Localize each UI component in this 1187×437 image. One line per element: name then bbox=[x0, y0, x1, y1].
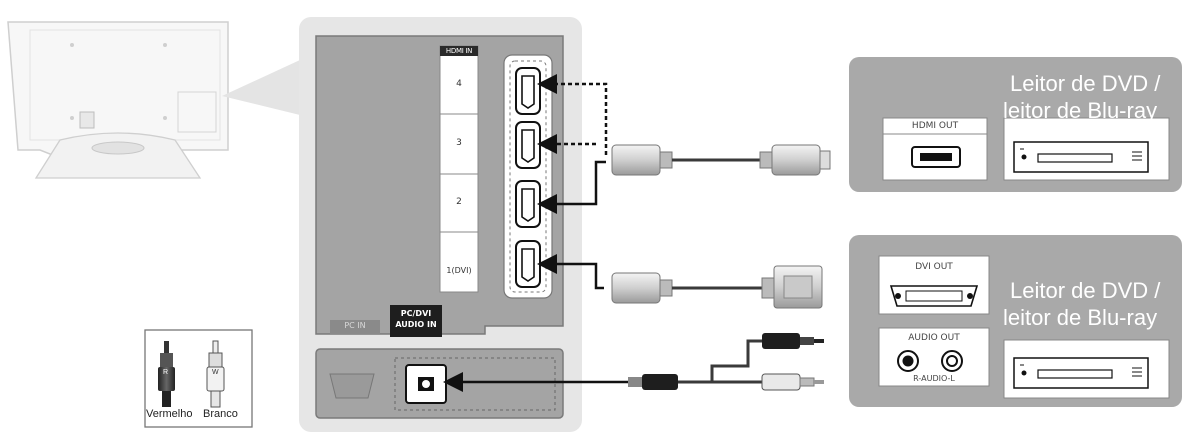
pc-dvi-audio-label-line1: PC/DVI bbox=[400, 309, 432, 318]
device-top-title-line2: leitor de Blu-ray bbox=[1003, 98, 1158, 123]
device-bottom-title-line1: Leitor de DVD / bbox=[1010, 278, 1161, 303]
dvi-out-label: DVI OUT bbox=[915, 262, 953, 272]
player-icon-top bbox=[1013, 141, 1149, 173]
callout-wedge bbox=[222, 60, 300, 115]
audio-out-label: AUDIO OUT bbox=[908, 333, 960, 343]
hdmi-port-2[interactable] bbox=[515, 180, 541, 228]
rca-color-legend bbox=[144, 329, 253, 428]
hdmi-port-label-4: 4 bbox=[456, 79, 462, 89]
player-icon-bottom bbox=[1013, 357, 1149, 389]
legend-red-tip: R bbox=[163, 369, 169, 376]
hdmi-port-label-2: 2 bbox=[456, 197, 462, 207]
hdmi-port-3[interactable] bbox=[515, 121, 541, 169]
device-bottom-title-line2: leitor de Blu-ray bbox=[1003, 305, 1158, 330]
hdmi-cable-top bbox=[611, 144, 831, 176]
audio-rl-label: R-AUDIO-L bbox=[913, 374, 955, 383]
hdmi-port-label-3: 3 bbox=[456, 138, 462, 148]
pc-in-label: PC IN bbox=[344, 321, 366, 330]
hdmi-cable-arrows bbox=[443, 74, 628, 392]
hdmi-port-1-dvi[interactable] bbox=[515, 240, 541, 288]
legend-white-label: Branco bbox=[203, 408, 238, 420]
hdmi-port-4[interactable] bbox=[515, 67, 541, 115]
hdmi-port-label-1-dvi: 1(DVI) bbox=[446, 266, 472, 275]
hdmi-out-label: HDMI OUT bbox=[911, 121, 959, 131]
hdmi-dvi-cable bbox=[611, 265, 823, 309]
device-top-title-line1: Leitor de DVD / bbox=[1010, 71, 1161, 96]
hdmi-in-label: HDMI IN bbox=[445, 47, 473, 55]
tv-rear-illustration bbox=[7, 21, 229, 179]
audio-cable bbox=[628, 333, 824, 391]
legend-white-tip: W bbox=[212, 369, 219, 376]
legend-red-label: Vermelho bbox=[146, 408, 193, 420]
pc-dvi-audio-label-line2: AUDIO IN bbox=[395, 320, 437, 329]
connection-panel bbox=[299, 17, 582, 432]
